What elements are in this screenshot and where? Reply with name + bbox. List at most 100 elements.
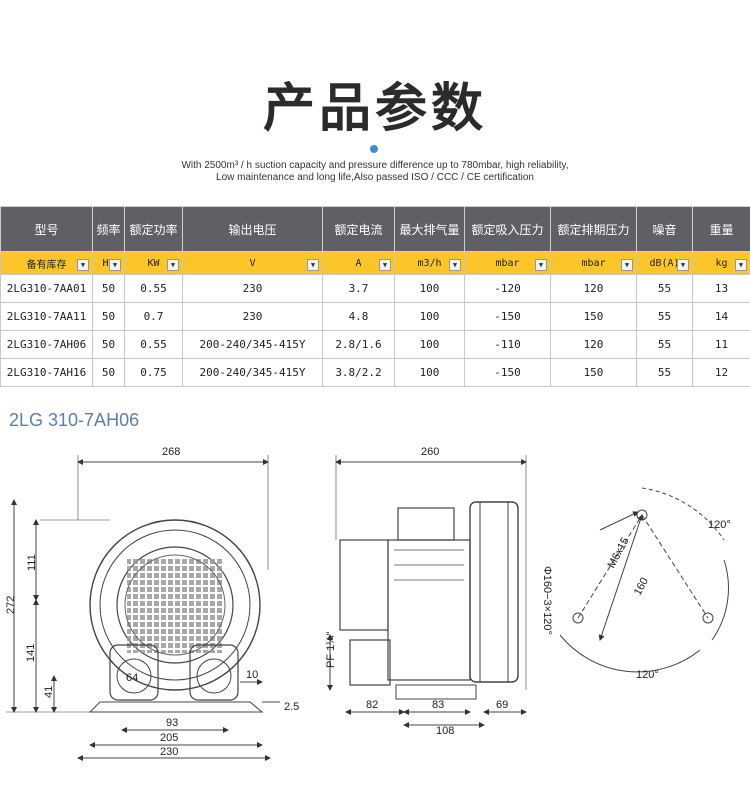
unit-cell[interactable]: mbar▼ <box>464 251 551 275</box>
table-cell: -150 <box>464 358 551 387</box>
page-title: 产品参数 <box>262 79 487 139</box>
table-cell: 150 <box>550 302 637 331</box>
header-cell: 频率 <box>92 206 125 252</box>
table-cell: 50 <box>92 302 125 331</box>
table-cell: 55 <box>636 302 693 331</box>
subtitle-line-2: Low maintenance and long life,Also passe… <box>216 172 534 183</box>
side-view <box>327 455 527 728</box>
dim-41: 41 <box>43 686 55 698</box>
dim-10: 10 <box>246 669 258 681</box>
unit-cell[interactable]: dB(A)▼ <box>636 251 693 275</box>
table-cell: 230 <box>182 274 323 303</box>
table-cell: 3.7 <box>322 274 395 303</box>
unit-cell[interactable]: kg▼ <box>692 251 750 275</box>
drawing-model-label: 2LG 310-7AH06 <box>9 410 140 430</box>
table-cell: -110 <box>464 330 551 359</box>
unit-cell[interactable]: A▼ <box>322 251 395 275</box>
table-cell: 230 <box>182 302 323 331</box>
dim-pf: PF 1¼" <box>325 632 337 668</box>
table-cell: 2.8/1.6 <box>322 330 395 359</box>
table-cell: 2LG310-7AA11 <box>0 302 93 331</box>
dim-82: 82 <box>366 699 378 711</box>
header-cell: 额定电流 <box>322 206 395 252</box>
header-cell: 型号 <box>0 206 93 252</box>
filter-dropdown-icon[interactable]: ▼ <box>379 259 391 271</box>
table-cell: 100 <box>394 358 465 387</box>
dim-111: 111 <box>26 554 38 571</box>
table-cell: 55 <box>636 274 693 303</box>
table-cell: 50 <box>92 330 125 359</box>
table-cell: 100 <box>394 302 465 331</box>
filter-dropdown-icon[interactable]: ▼ <box>307 259 319 271</box>
header-cell: 额定排期压力 <box>550 206 637 252</box>
dim-83: 83 <box>432 699 444 711</box>
table-cell: 200-240/345-415Y <box>182 358 323 387</box>
filter-dropdown-icon[interactable]: ▼ <box>449 259 461 271</box>
header-cell: 噪音 <box>636 206 693 252</box>
unit-cell[interactable]: m3/h▼ <box>394 251 465 275</box>
filter-dropdown-icon[interactable]: ▼ <box>677 259 689 271</box>
table-cell: 0.7 <box>124 302 183 331</box>
dim-93: 93 <box>166 717 178 729</box>
dim-272: 272 <box>5 596 17 614</box>
table-cell: 50 <box>92 358 125 387</box>
table-cell: 50 <box>92 274 125 303</box>
accent-dot <box>370 145 378 153</box>
header-cell: 额定吸入压力 <box>464 206 551 252</box>
header-cell: 输出电压 <box>182 206 323 252</box>
filter-dropdown-icon[interactable]: ▼ <box>621 259 633 271</box>
table-cell: 4.8 <box>322 302 395 331</box>
filter-dropdown-icon[interactable]: ▼ <box>167 259 179 271</box>
unit-cell[interactable]: V▼ <box>182 251 323 275</box>
table-cell: 120 <box>550 274 637 303</box>
table-cell: 55 <box>636 330 693 359</box>
unit-cell[interactable]: mbar▼ <box>550 251 637 275</box>
filter-dropdown-icon[interactable]: ▼ <box>535 259 547 271</box>
subtitle-line-1: With 2500m³ / h suction capacity and pre… <box>181 160 569 171</box>
technical-drawing: 268 111 272 141 41 64 10 2.5 93 205 230 … <box>5 446 731 761</box>
table-cell: -150 <box>464 302 551 331</box>
table-cell: 13 <box>692 274 750 303</box>
dim-141: 141 <box>25 644 37 662</box>
header-cell: 最大排气量 <box>394 206 465 252</box>
table-cell: 100 <box>394 330 465 359</box>
table-cell: 55 <box>636 358 693 387</box>
dim-front-width: 268 <box>162 446 180 458</box>
unit-cell[interactable]: KW▼ <box>124 251 183 275</box>
dim-side-width: 260 <box>421 446 439 458</box>
table-row: 2LG310-7AA01 50 0.55 230 3.7 100 -120 12… <box>0 274 750 303</box>
table-cell: 150 <box>550 358 637 387</box>
dim-m6: M6x15 <box>606 535 632 570</box>
table-units-row: 备有库存▼ HZ▼ KW▼ V▼ A▼ m3/h▼ mbar▼ mbar▼ dB… <box>0 251 750 275</box>
table-cell: 0.55 <box>124 330 183 359</box>
angle-120-bottom: 120° <box>636 669 659 681</box>
dim-160: 160 <box>632 576 651 598</box>
table-cell: 12 <box>692 358 750 387</box>
table-row: 2LG310-7AH06 50 0.55 200-240/345-415Y 2.… <box>0 330 750 359</box>
header-cell: 额定功率 <box>124 206 183 252</box>
table-cell: 200-240/345-415Y <box>182 330 323 359</box>
table-cell: 11 <box>692 330 750 359</box>
table-cell: 14 <box>692 302 750 331</box>
filter-dropdown-icon[interactable]: ▼ <box>77 259 89 271</box>
table-row: 2LG310-7AH16 50 0.75 200-240/345-415Y 3.… <box>0 358 750 387</box>
table-cell: 0.75 <box>124 358 183 387</box>
dim-64: 64 <box>126 672 138 684</box>
table-cell: -120 <box>464 274 551 303</box>
unit-cell[interactable]: 备有库存▼ <box>0 251 93 275</box>
filter-dropdown-icon[interactable]: ▼ <box>735 259 747 271</box>
table-row: 2LG310-7AA11 50 0.7 230 4.8 100 -150 150… <box>0 302 750 331</box>
table-cell: 0.55 <box>124 274 183 303</box>
table-cell: 100 <box>394 274 465 303</box>
angle-120-top: 120° <box>708 519 731 531</box>
dim-230: 230 <box>160 746 178 758</box>
dim-diameter: Φ160−3×120° <box>541 566 553 635</box>
table-cell: 2LG310-7AA01 <box>0 274 93 303</box>
flange-view <box>559 487 729 673</box>
table-cell: 2LG310-7AH16 <box>0 358 93 387</box>
table-cell: 3.8/2.2 <box>322 358 395 387</box>
unit-cell[interactable]: HZ▼ <box>92 251 125 275</box>
header-cell: 重量 <box>692 206 750 252</box>
filter-dropdown-icon[interactable]: ▼ <box>109 259 121 271</box>
table-cell: 120 <box>550 330 637 359</box>
